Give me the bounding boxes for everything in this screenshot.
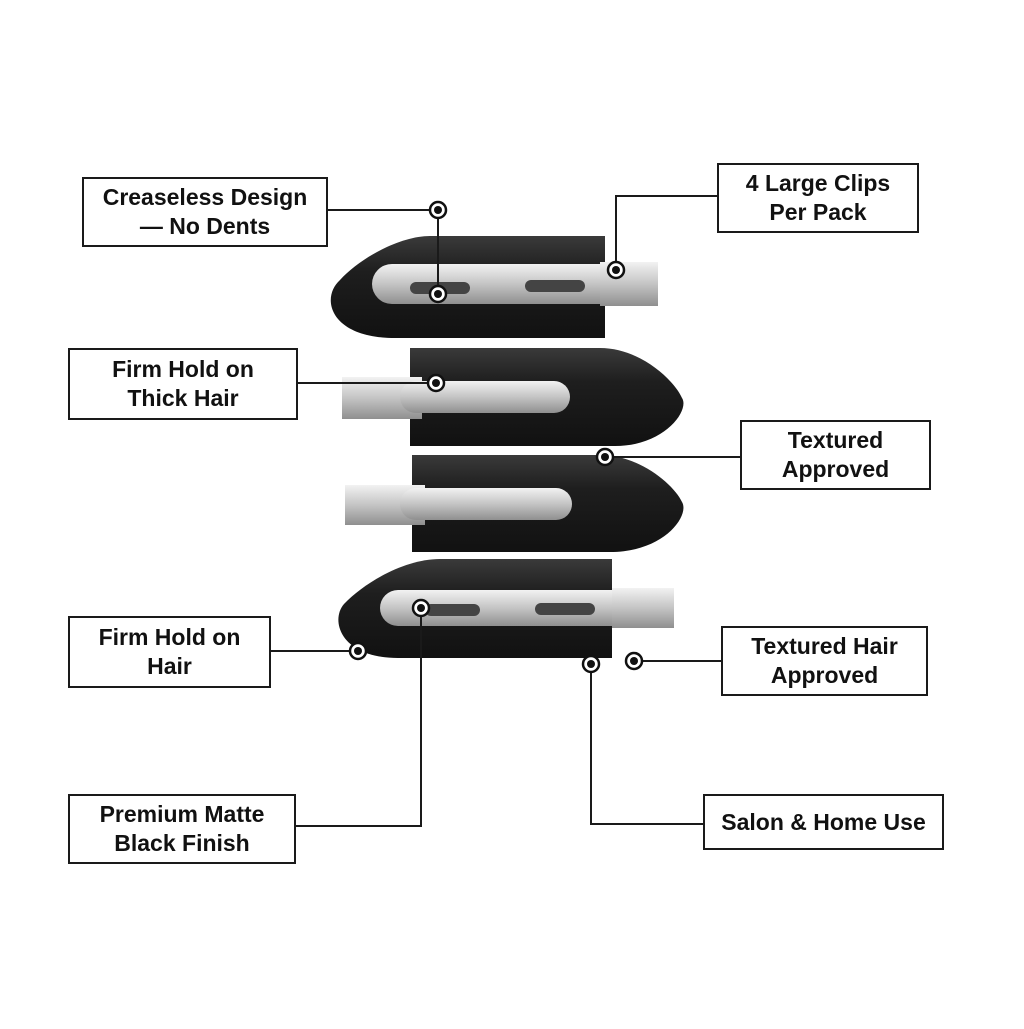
callout-premium-matte-finish: Premium Matte Black Finish: [68, 794, 296, 864]
callout-textured-approved-text: Textured Approved: [781, 427, 890, 482]
callout-firm-hold-hair: Firm Hold on Hair: [68, 616, 271, 688]
leader-salon-home: [590, 664, 703, 825]
callout-salon-home-use: Salon & Home Use: [703, 794, 944, 850]
dot-salon-home: [581, 654, 601, 674]
callout-firm-hold-hair-text: Firm Hold on Hair: [98, 624, 241, 679]
clip-4: [338, 559, 674, 658]
callout-creaseless-design: Creaseless Design — No Dents: [82, 177, 328, 247]
dot-four-clips: [606, 260, 626, 280]
callout-creaseless-text: Creaseless Design — No Dents: [102, 184, 308, 239]
clip-4-grip-teeth: [425, 604, 480, 616]
dot-firm-hold-thick: [426, 373, 446, 393]
callout-dots: [348, 200, 644, 674]
clip-1: [330, 236, 658, 338]
callout-four-large-clips: 4 Large Clips Per Pack: [717, 163, 919, 233]
clip-2-metal-arm: [400, 381, 570, 413]
callout-textured-approved: Textured Approved: [740, 420, 931, 490]
callout-firm-hold-thick-text: Firm Hold on Thick Hair: [112, 356, 254, 411]
dot-creaseless-b: [428, 284, 448, 304]
callout-matte-finish-text: Premium Matte Black Finish: [99, 801, 265, 856]
dot-firm-hold-hair: [348, 641, 368, 661]
clip-3-metal-arm: [400, 488, 572, 520]
clip-3: [345, 455, 684, 552]
leader-lines: [271, 195, 740, 827]
callout-salon-home-text: Salon & Home Use: [721, 808, 926, 835]
dot-matte-finish: [411, 598, 431, 618]
callout-four-clips-text: 4 Large Clips Per Pack: [745, 170, 891, 225]
callout-firm-hold-thick-hair: Firm Hold on Thick Hair: [68, 348, 298, 420]
dot-textured-hair-approved: [624, 651, 644, 671]
clip-4-metal-arm: [380, 590, 666, 626]
clip-4-grip-teeth-2: [535, 603, 595, 615]
dot-creaseless-a: [428, 200, 448, 220]
leader-four-clips: [615, 195, 717, 270]
leader-matte-finish: [296, 608, 422, 827]
callout-textured-hair-approved: Textured Hair Approved: [721, 626, 928, 696]
dot-textured-approved: [595, 447, 615, 467]
clip-4-metal-jaw: [612, 588, 674, 628]
clip-2: [342, 348, 684, 446]
clip-1-grip-teeth-2: [525, 280, 585, 292]
callout-textured-hair-approved-text: Textured Hair Approved: [751, 633, 898, 688]
